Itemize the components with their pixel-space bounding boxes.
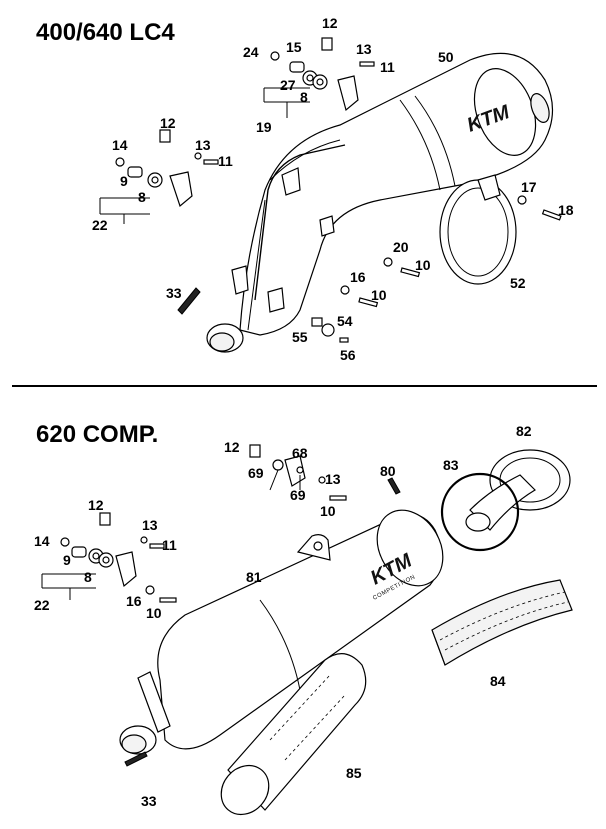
- mount-parts-top: [263, 37, 375, 118]
- callout: 22: [34, 597, 50, 613]
- packing-85: [220, 653, 367, 816]
- section-title-lc4: 400/640 LC4: [36, 19, 175, 46]
- section-title-comp: 620 COMP.: [36, 421, 158, 448]
- callout: 55: [292, 329, 308, 345]
- callout: 84: [490, 673, 506, 689]
- callout: 16: [350, 269, 366, 285]
- callout: 12: [224, 439, 240, 455]
- callout: 13: [325, 471, 341, 487]
- o-ring-83: [440, 472, 520, 552]
- mount-parts-left: [99, 129, 219, 224]
- clamp-52: [439, 174, 517, 285]
- callout: 8: [138, 189, 146, 205]
- callout: 24: [243, 44, 259, 60]
- callout: 10: [415, 257, 431, 273]
- callout: 10: [146, 605, 162, 621]
- callout: 56: [340, 347, 356, 363]
- callout: 13: [142, 517, 158, 533]
- callout: 15: [286, 39, 302, 55]
- callout: 10: [320, 503, 336, 519]
- mount-parts-right: [177, 195, 562, 343]
- callout: 85: [346, 765, 362, 781]
- callout: 33: [166, 285, 182, 301]
- callout: 9: [120, 173, 128, 189]
- callout: 9: [63, 552, 71, 568]
- callout: 11: [218, 153, 233, 169]
- callout: 10: [371, 287, 387, 303]
- mount-parts-comp: [41, 444, 401, 767]
- callout: 81: [246, 569, 262, 585]
- callout: 80: [380, 463, 396, 479]
- muffler-lc4: [206, 52, 554, 353]
- callout: 22: [92, 217, 108, 233]
- callout: 14: [112, 137, 128, 153]
- callout: 82: [516, 423, 532, 439]
- callout: 12: [88, 497, 104, 513]
- callout: 19: [256, 119, 272, 135]
- callout: 17: [521, 179, 537, 195]
- callout: 13: [195, 137, 211, 153]
- callouts-comp: 12 68 69 69 13 10 80 82 83 12 13 11 14 9…: [34, 423, 532, 809]
- callout: 69: [248, 465, 264, 481]
- callout: 14: [34, 533, 50, 549]
- callout: 83: [443, 457, 459, 473]
- callout: 8: [300, 89, 308, 105]
- callout: 8: [84, 569, 92, 585]
- packing-84: [431, 579, 573, 666]
- callout: 16: [126, 593, 142, 609]
- callout: 11: [162, 537, 177, 553]
- callout: 20: [393, 239, 409, 255]
- callouts-lc4: 24 15 12 13 11 27 8 19 50 12 14 13 11 9 …: [92, 15, 574, 363]
- end-cap-82: [465, 449, 571, 532]
- callout: 50: [438, 49, 454, 65]
- callout: 12: [322, 15, 338, 31]
- callout: 69: [290, 487, 306, 503]
- callout: 18: [558, 202, 574, 218]
- muffler-comp: [119, 509, 444, 755]
- callout: 33: [141, 793, 157, 809]
- callout: 27: [280, 77, 296, 93]
- callout: 11: [380, 59, 395, 75]
- callout: 13: [356, 41, 372, 57]
- callout: 54: [337, 313, 353, 329]
- callout: 52: [510, 275, 526, 291]
- callout: 12: [160, 115, 176, 131]
- callout: 68: [292, 445, 308, 461]
